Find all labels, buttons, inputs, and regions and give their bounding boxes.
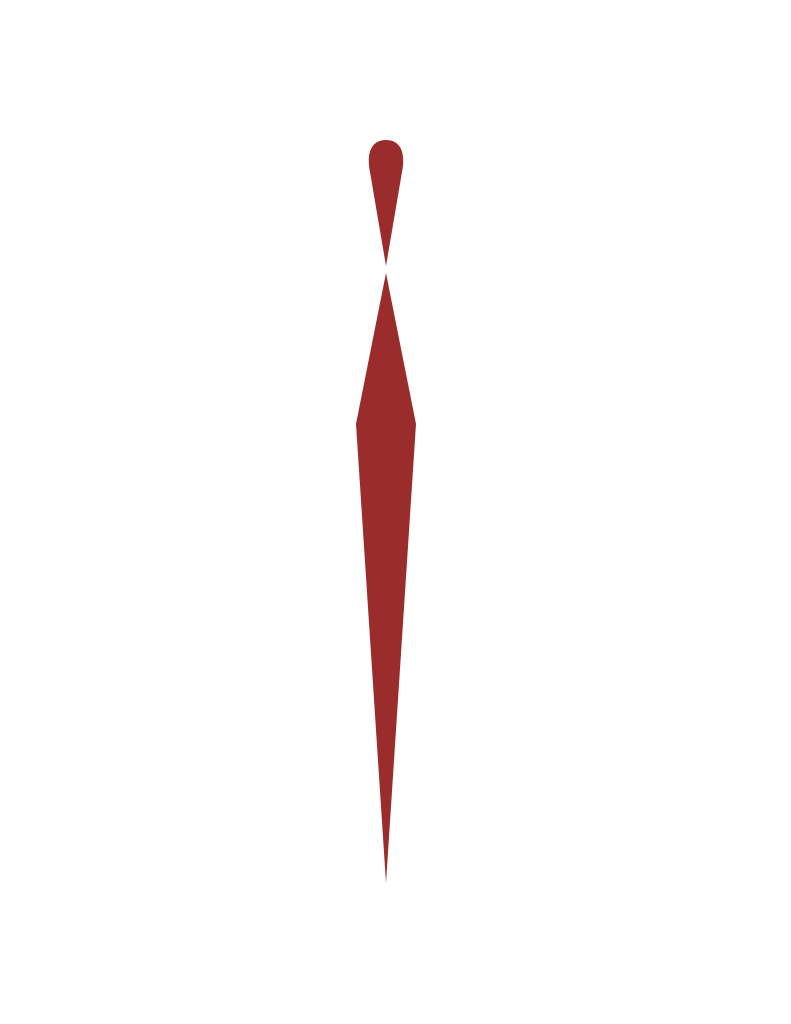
- spike-shape: [356, 273, 416, 883]
- teardrop-shape: [368, 140, 404, 266]
